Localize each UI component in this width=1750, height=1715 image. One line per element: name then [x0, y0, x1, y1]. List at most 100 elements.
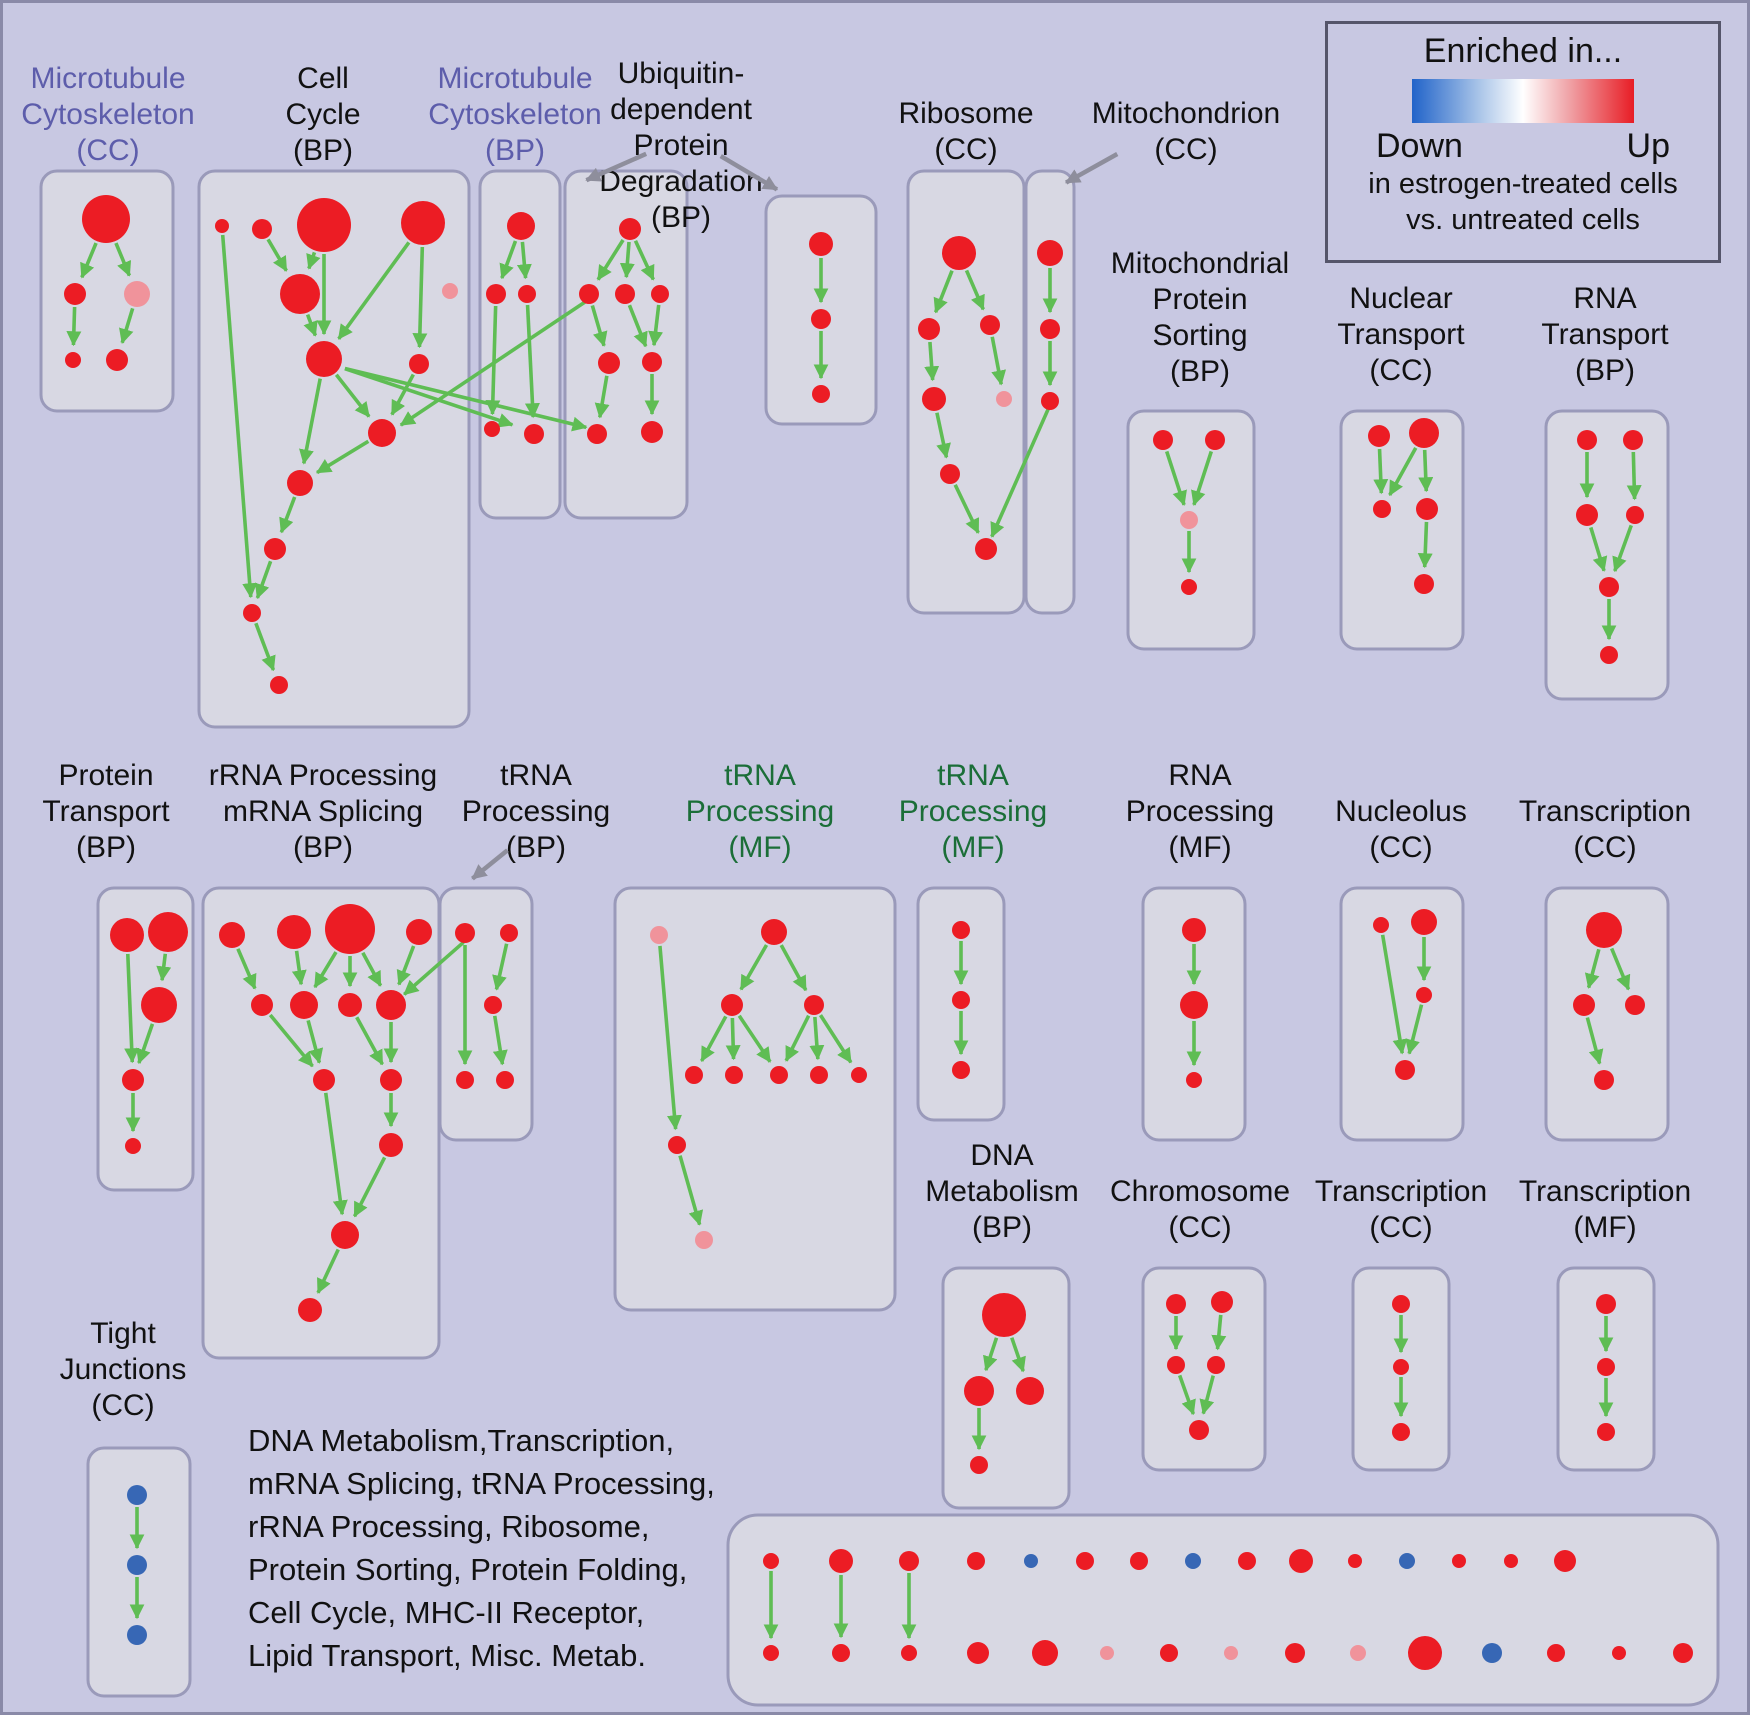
go-term-node [964, 1376, 994, 1406]
edge-arrow [516, 241, 532, 280]
go-term-node [1414, 574, 1434, 594]
edge-arrow [1589, 526, 1608, 572]
go-term-node [82, 195, 130, 243]
edge-arrow [784, 1014, 811, 1062]
edge-arrow [124, 953, 140, 1064]
group-box-ribosome-cc [906, 169, 1026, 615]
go-term-node [804, 995, 824, 1015]
edge-arrow [316, 439, 370, 475]
go-term-node [1076, 1552, 1094, 1570]
edge-arrow [633, 240, 655, 281]
go-term-node [812, 385, 830, 403]
edge-arrow [255, 560, 273, 600]
edge-arrow [1010, 1337, 1026, 1373]
group-box-microtubule-cytoskeleton-cc [39, 169, 175, 413]
go-term-node [1482, 1643, 1502, 1663]
edge-arrow [990, 336, 1007, 386]
go-term-node [500, 924, 518, 942]
go-term-node [401, 201, 445, 245]
go-term-node [1185, 1553, 1201, 1569]
edge-arrow [306, 1019, 324, 1064]
go-term-node [1399, 1553, 1415, 1569]
edge-arrow [306, 251, 321, 270]
edge-arrow [220, 234, 258, 599]
go-term-node [1032, 1640, 1058, 1666]
edge-arrow [585, 151, 648, 183]
go-term-node [325, 904, 375, 954]
go-term-node [1395, 1060, 1415, 1080]
go-term-node [127, 1555, 147, 1575]
edge-arrow [291, 950, 307, 986]
group-box-misc-bottom [726, 1513, 1720, 1707]
go-term-node [442, 283, 458, 299]
edge-arrow [990, 406, 1051, 538]
go-term-node [615, 284, 635, 304]
go-term-node [1373, 917, 1389, 933]
go-term-node [456, 1071, 474, 1089]
go-term-node [1586, 912, 1622, 948]
edge-arrow [119, 307, 135, 344]
go-term-node [1016, 1377, 1044, 1405]
edge-arrow [737, 1014, 772, 1063]
group-label-transcription-cc-1: Transcription(CC) [1519, 795, 1691, 864]
go-term-node [106, 349, 128, 371]
go-term-node [1393, 1359, 1409, 1375]
edge-arrow [1211, 1314, 1227, 1351]
caption-text: DNA Metabolism,Transcription,mRNA Splici… [248, 1423, 715, 1673]
go-term-node [1547, 1644, 1565, 1662]
edge-arrow [492, 943, 509, 991]
legend-box: Enriched in... Down Up in estrogen-treat… [1325, 21, 1721, 263]
go-term-node [518, 285, 536, 303]
go-term-node [1024, 1554, 1038, 1568]
edge-arrow [361, 951, 383, 987]
go-term-node [642, 352, 662, 372]
go-term-node [967, 1552, 985, 1570]
edge-arrow [678, 1155, 704, 1226]
go-term-node [942, 236, 976, 270]
go-term-node [125, 1138, 141, 1154]
group-box-transcription-cc-1 [1544, 886, 1670, 1142]
go-term-node [975, 538, 997, 560]
go-term-node [1180, 511, 1198, 529]
go-term-node [484, 996, 502, 1014]
go-term-node [252, 219, 272, 239]
go-term-node [148, 912, 188, 952]
edge-arrow [303, 314, 318, 337]
go-term-node [290, 991, 318, 1019]
go-term-node [1348, 1554, 1362, 1568]
go-term-node [215, 219, 229, 233]
go-term-node [809, 232, 833, 256]
edge-arrow [344, 366, 588, 432]
edge-arrow [66, 306, 82, 347]
go-term-node [376, 990, 406, 1020]
edge-arrow [1380, 934, 1408, 1055]
go-term-node [1041, 392, 1059, 410]
edge-arrow [594, 375, 610, 419]
go-term-node [368, 419, 396, 447]
edge-arrow [299, 378, 322, 465]
go-term-node [287, 470, 313, 496]
go-term-node [763, 1645, 779, 1661]
go-term-node [1160, 1644, 1178, 1662]
go-term-node [455, 923, 475, 943]
go-term-node [1180, 991, 1208, 1019]
go-term-node [579, 284, 599, 304]
go-term-node [1576, 504, 1598, 526]
edge-arrow [809, 1016, 825, 1061]
go-term-node [1037, 240, 1063, 266]
edge-arrow [596, 239, 625, 281]
group-label-ribosome-cc: Ribosome(CC) [898, 97, 1033, 166]
edge-arrow [412, 246, 428, 349]
go-term-node [980, 315, 1000, 335]
go-term-node [65, 352, 81, 368]
edge-arrow [924, 341, 940, 382]
edge-arrow [725, 1017, 741, 1061]
go-term-node [409, 354, 429, 374]
group-box-trna-processing-mf-1 [613, 886, 897, 1312]
